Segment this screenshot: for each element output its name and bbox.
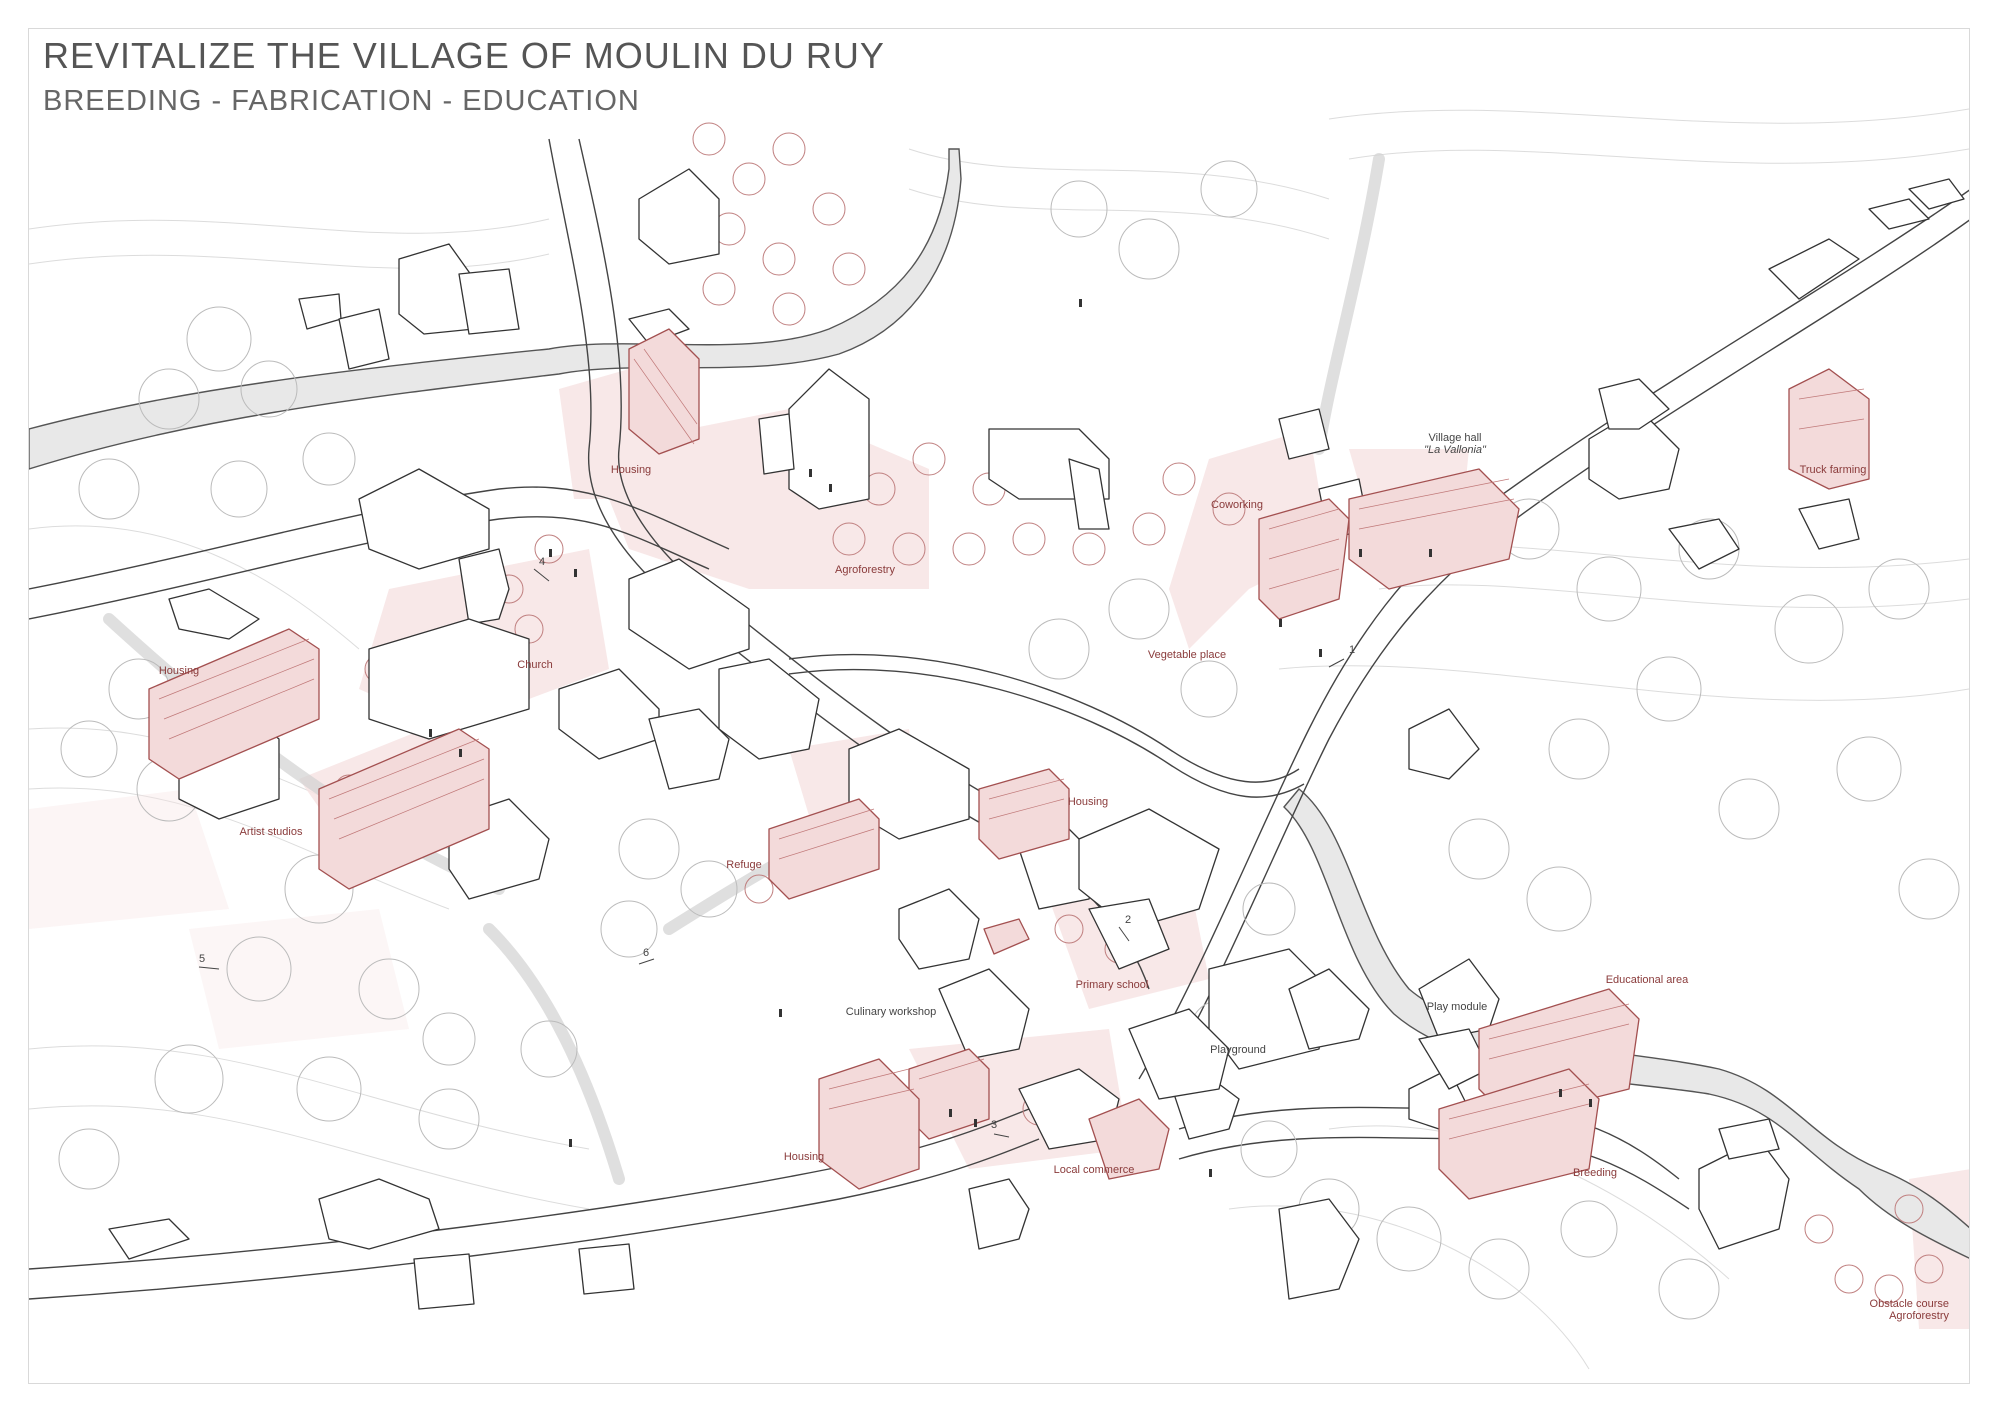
label-housing-west: Housing bbox=[158, 665, 200, 677]
label-primary-school: Primary school bbox=[1075, 979, 1149, 991]
label-village-hall: Village hall "La Vallonia" bbox=[1424, 432, 1486, 456]
page-title: REVITALIZE THE VILLAGE OF MOULIN DU RUY bbox=[43, 35, 885, 76]
proposed-buildings bbox=[148, 328, 1870, 1200]
trees-pink bbox=[334, 122, 1944, 1304]
label-playground: Playground bbox=[1210, 1044, 1266, 1056]
label-vegetable-place: Vegetable place bbox=[1147, 649, 1227, 661]
label-agroforestry: Agroforestry bbox=[835, 564, 895, 576]
marker-4: 4 bbox=[539, 556, 546, 568]
label-breeding: Breeding bbox=[1572, 1167, 1618, 1179]
label-truck-farming: Truck farming bbox=[1799, 464, 1867, 476]
label-village-hall-line2: "La Vallonia" bbox=[1424, 444, 1486, 456]
label-local-commerce: Local commerce bbox=[1053, 1164, 1135, 1176]
page-subtitle: BREEDING - FABRICATION - EDUCATION bbox=[43, 85, 640, 117]
label-housing-north: Housing bbox=[610, 464, 652, 476]
axonometric-site-plan bbox=[29, 108, 1969, 1370]
label-housing-center: Housing bbox=[1067, 796, 1109, 808]
label-culinary-workshop: Culinary workshop bbox=[845, 1006, 937, 1018]
label-play-module: Play module bbox=[1426, 1001, 1488, 1013]
view-arrows bbox=[198, 568, 1345, 1138]
label-village-hall-line1: Village hall bbox=[1428, 432, 1482, 444]
marker-6: 6 bbox=[643, 947, 650, 959]
roof-hatching bbox=[158, 348, 1865, 1140]
label-church: Church bbox=[517, 659, 553, 671]
label-housing-south: Housing bbox=[783, 1151, 825, 1163]
people bbox=[429, 299, 1592, 1177]
marker-3: 3 bbox=[991, 1119, 998, 1131]
label-obstacle-course-line2: Agroforestry bbox=[1889, 1310, 1949, 1322]
label-refuge: Refuge bbox=[726, 859, 762, 871]
marker-2: 2 bbox=[1125, 914, 1132, 926]
label-obstacle-course: Obstacle course Agroforestry bbox=[1870, 1298, 1949, 1322]
label-educational-area: Educational area bbox=[1605, 974, 1689, 986]
label-artist-studios: Artist studios bbox=[239, 826, 303, 838]
drawing-sheet: REVITALIZE THE VILLAGE OF MOULIN DU RUY … bbox=[28, 28, 1970, 1384]
marker-5: 5 bbox=[199, 953, 206, 965]
label-coworking: Coworking bbox=[1211, 499, 1263, 511]
marker-1: 1 bbox=[1349, 644, 1356, 656]
label-obstacle-course-line1: Obstacle course bbox=[1869, 1298, 1949, 1310]
existing-buildings bbox=[108, 168, 1965, 1310]
